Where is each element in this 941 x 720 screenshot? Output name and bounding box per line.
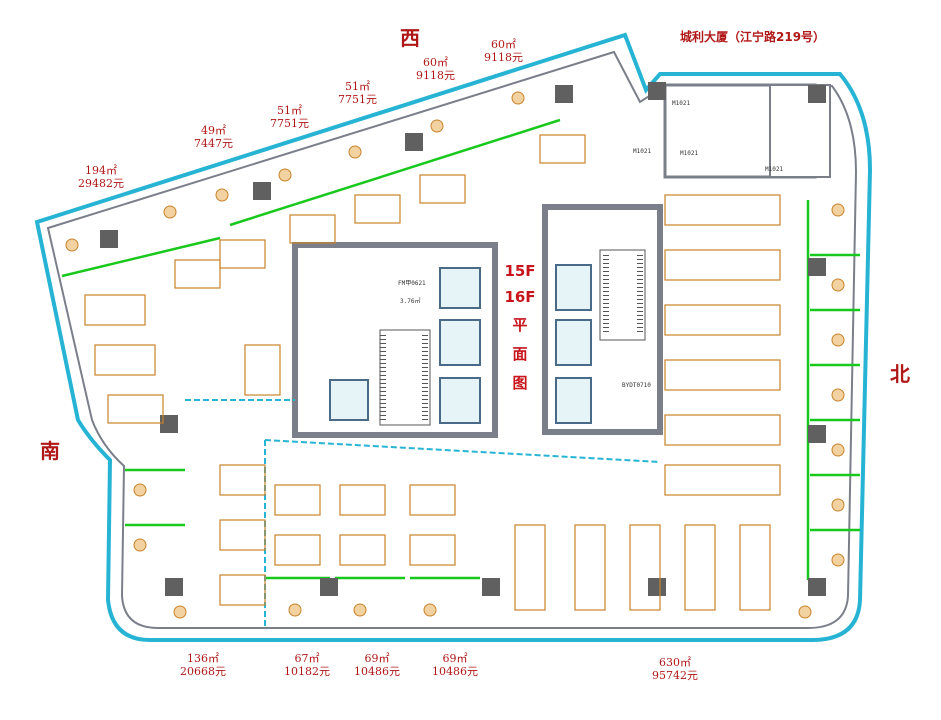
unit-area: 69㎡ (364, 652, 390, 665)
unit-price: 10486元 (432, 665, 478, 678)
unit-area: 630㎡ (659, 656, 691, 669)
unit-price: 7751元 (338, 93, 377, 106)
desks-west (84, 134, 586, 424)
room-tag-fm-area: 3.76㎡ (400, 298, 421, 305)
unit-price: 29482元 (78, 177, 124, 190)
room-tag-door: M1021 (765, 166, 784, 173)
unit-price: 7447元 (194, 137, 233, 150)
desks-south (219, 464, 771, 611)
direction-west: 西 (400, 26, 420, 50)
floor-title-line: 16F (504, 288, 536, 306)
unit-area: 136㎡ (187, 652, 219, 665)
unit-area: 60㎡ (423, 56, 448, 69)
unit-area: 51㎡ (277, 104, 302, 117)
columns (100, 82, 826, 596)
elevators (329, 264, 592, 424)
unit-area: 51㎡ (345, 80, 370, 93)
direction-south: 南 (40, 439, 60, 463)
unit-area: 60㎡ (491, 38, 516, 51)
floor-title-line: 面 (512, 345, 528, 363)
unit-price: 9118元 (416, 69, 455, 82)
direction-north: 北 (890, 362, 910, 386)
unit-area: 67㎡ (294, 652, 320, 665)
unit-price: 10486元 (354, 665, 400, 678)
floor-title-line: 平 (512, 316, 528, 334)
building-outline-inner (46, 50, 858, 629)
unit-area: 194㎡ (85, 164, 117, 177)
unit-price: 9118元 (484, 51, 523, 64)
unit-price: 20668元 (180, 665, 226, 678)
unit-area: 69㎡ (442, 652, 468, 665)
room-tag-door: M1021 (672, 100, 691, 107)
floor-title-line: 图 (512, 374, 528, 392)
floor-title: 15F 16F 平 面 图 (500, 262, 540, 393)
unit-price: 95742元 (652, 669, 698, 682)
desks-north (664, 194, 781, 496)
building-name: 城利大厦（江宁路219号） (680, 30, 826, 44)
unit-price: 7751元 (270, 117, 309, 130)
floor-title-line: 15F (504, 262, 536, 280)
stairs (379, 249, 646, 426)
room-tag-bydt: BYDT0710 (622, 382, 651, 389)
room-tag-fm: FM甲0621 (398, 280, 426, 287)
chairs (65, 91, 845, 619)
unit-area: 49㎡ (201, 124, 226, 137)
room-tag-door: M1021 (633, 148, 652, 155)
room-tag-door: M1021 (680, 150, 699, 157)
unit-price: 10182元 (284, 665, 330, 678)
